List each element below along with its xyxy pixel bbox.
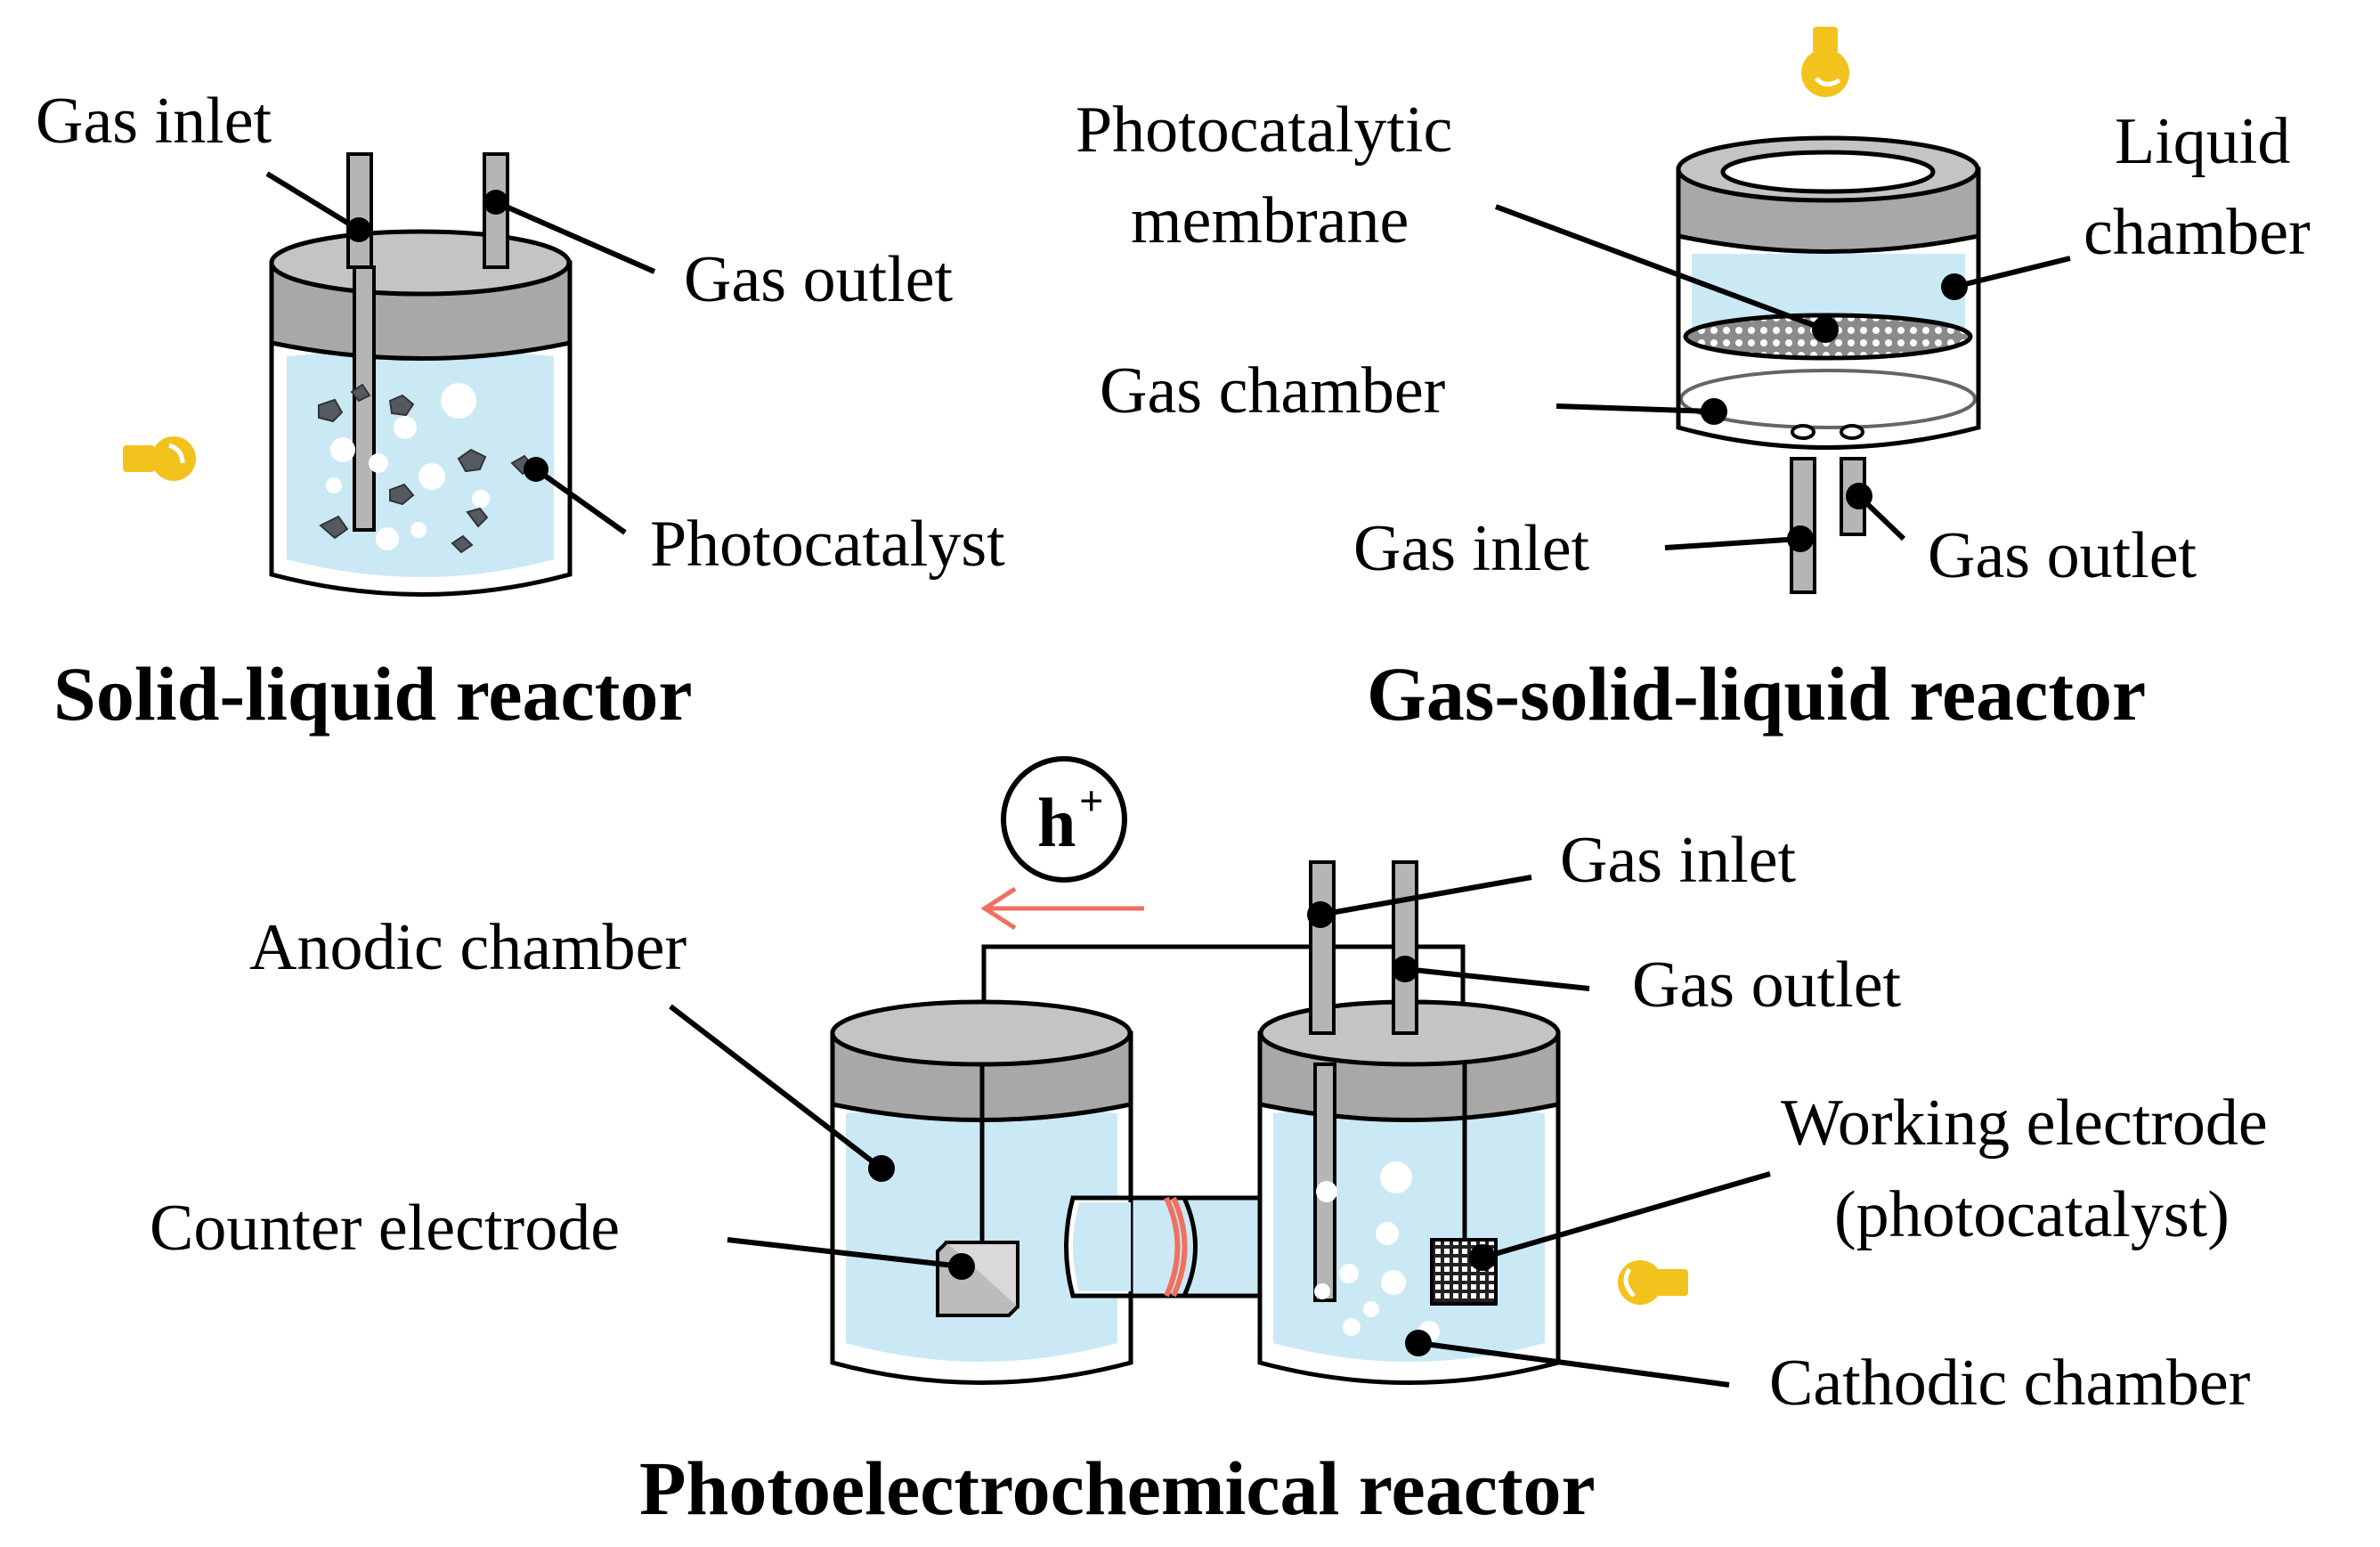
title-gas-solid-liquid: Gas-solid-liquid reactor bbox=[1367, 651, 2146, 737]
solid-liquid-panel: Gas inlet Gas outlet Photocatalyst Solid… bbox=[36, 85, 1005, 737]
label-gas-inlet: Gas inlet bbox=[36, 85, 272, 158]
label-gas-inlet: Gas inlet bbox=[1353, 512, 1590, 585]
light-bulb-icon bbox=[1618, 1260, 1688, 1305]
label-working-electrode: Working electrode bbox=[1781, 1087, 2268, 1160]
charge-badge: h + bbox=[1001, 756, 1127, 883]
light-bulb-icon bbox=[1801, 27, 1849, 97]
electrode-icon bbox=[936, 1241, 1019, 1317]
title-photoelectrochemical: Photoelectrochemical reactor bbox=[639, 1445, 1596, 1531]
label-membrane: membrane bbox=[1131, 184, 1409, 257]
label-gas-outlet: Gas outlet bbox=[1632, 949, 1902, 1022]
bubbles bbox=[326, 383, 490, 550]
label-photocatalyst: (photocatalyst) bbox=[1834, 1178, 2230, 1251]
svg-text:+: + bbox=[1079, 778, 1103, 825]
label-liquid: Liquid bbox=[2115, 105, 2290, 178]
photoelectrochemical-panel: h + bbox=[150, 756, 2268, 1531]
label-photocatalyst: Photocatalyst bbox=[650, 508, 1005, 581]
label-chamber: chamber bbox=[2084, 196, 2311, 269]
arrow-left-icon bbox=[980, 886, 1144, 931]
label-gas-inlet: Gas inlet bbox=[1560, 824, 1797, 897]
light-bulb-icon bbox=[123, 436, 196, 481]
label-counter-electrode: Counter electrode bbox=[150, 1192, 620, 1265]
label-anodic-chamber: Anodic chamber bbox=[249, 911, 686, 984]
label-cathodic-chamber: Cathodic chamber bbox=[1769, 1347, 2250, 1420]
label-gas-outlet: Gas outlet bbox=[684, 243, 954, 316]
gas-solid-liquid-panel: Photocatalytic membrane Liquid chamber G… bbox=[1076, 27, 2311, 737]
label-gas-chamber: Gas chamber bbox=[1100, 354, 1445, 427]
photocatalyst-particles bbox=[318, 383, 535, 554]
title-solid-liquid: Solid-liquid reactor bbox=[53, 651, 693, 737]
svg-text:h: h bbox=[1037, 784, 1076, 861]
label-gas-outlet: Gas outlet bbox=[1928, 519, 2197, 592]
label-photocatalytic: Photocatalytic bbox=[1076, 94, 1452, 167]
